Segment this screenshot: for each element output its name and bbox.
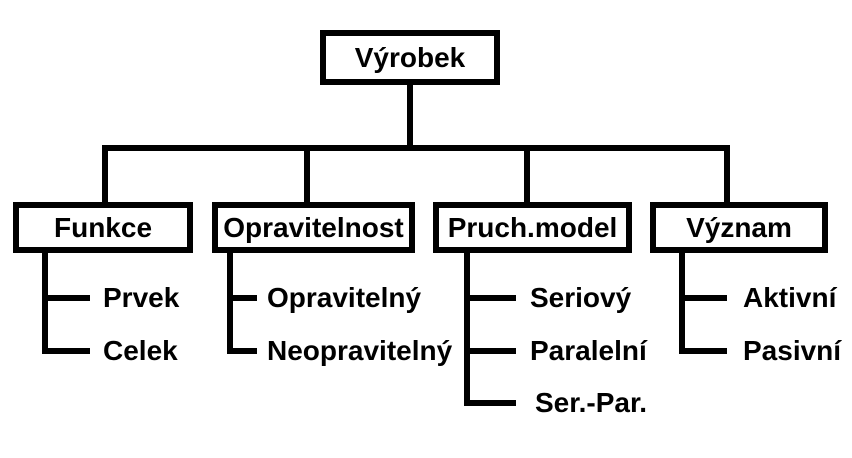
leaf-tick-seriovy <box>464 295 516 301</box>
leaf-label-paralelni: Paralelní <box>530 335 647 366</box>
connector-drop-pruch-model <box>524 151 530 202</box>
leaf-tick-celek <box>42 348 90 354</box>
leaf-tick-paralelni <box>464 348 516 354</box>
connector-drop-funkce <box>102 151 108 202</box>
branch-spine-vyznam <box>679 250 685 354</box>
leaf-tick-neopravitelny <box>227 348 257 354</box>
leaf-label-celek: Celek <box>103 335 178 366</box>
leaf-tick-pasivni <box>679 348 727 354</box>
branch-node-vyznam: Význam <box>650 202 828 253</box>
connector-drop-opravitelnost <box>304 151 310 202</box>
leaf-label-ser-par: Ser.-Par. <box>535 387 648 418</box>
branch-node-funkce: Funkce <box>13 202 193 253</box>
leaf-tick-ser-par <box>464 400 516 406</box>
leaf-label-seriovy: Seriový <box>530 282 632 313</box>
branch-node-pruch-model: Pruch.model <box>433 202 632 253</box>
branch-spine-opravitelnost <box>227 250 233 354</box>
leaf-label-aktivni: Aktivní <box>743 282 837 313</box>
branch-spine-funkce <box>42 250 48 354</box>
connector-drop-vyznam <box>724 151 730 202</box>
root-node-vyrobek: Výrobek <box>320 30 500 85</box>
branch-spine-pruch-model <box>464 250 470 406</box>
leaf-tick-prvek <box>42 295 90 301</box>
leaf-label-prvek: Prvek <box>103 282 180 313</box>
leaf-tick-opravitelny <box>227 295 257 301</box>
connector-root-drop <box>407 85 413 151</box>
leaf-label-pasivni: Pasivní <box>743 335 842 366</box>
leaf-label-opravitelny: Opravitelný <box>267 282 422 313</box>
leaf-tick-aktivni <box>679 295 727 301</box>
branch-node-opravitelnost: Opravitelnost <box>212 202 415 253</box>
leaf-label-neopravitelny: Neopravitelný <box>267 335 453 366</box>
connector-main-horizontal <box>102 145 730 151</box>
